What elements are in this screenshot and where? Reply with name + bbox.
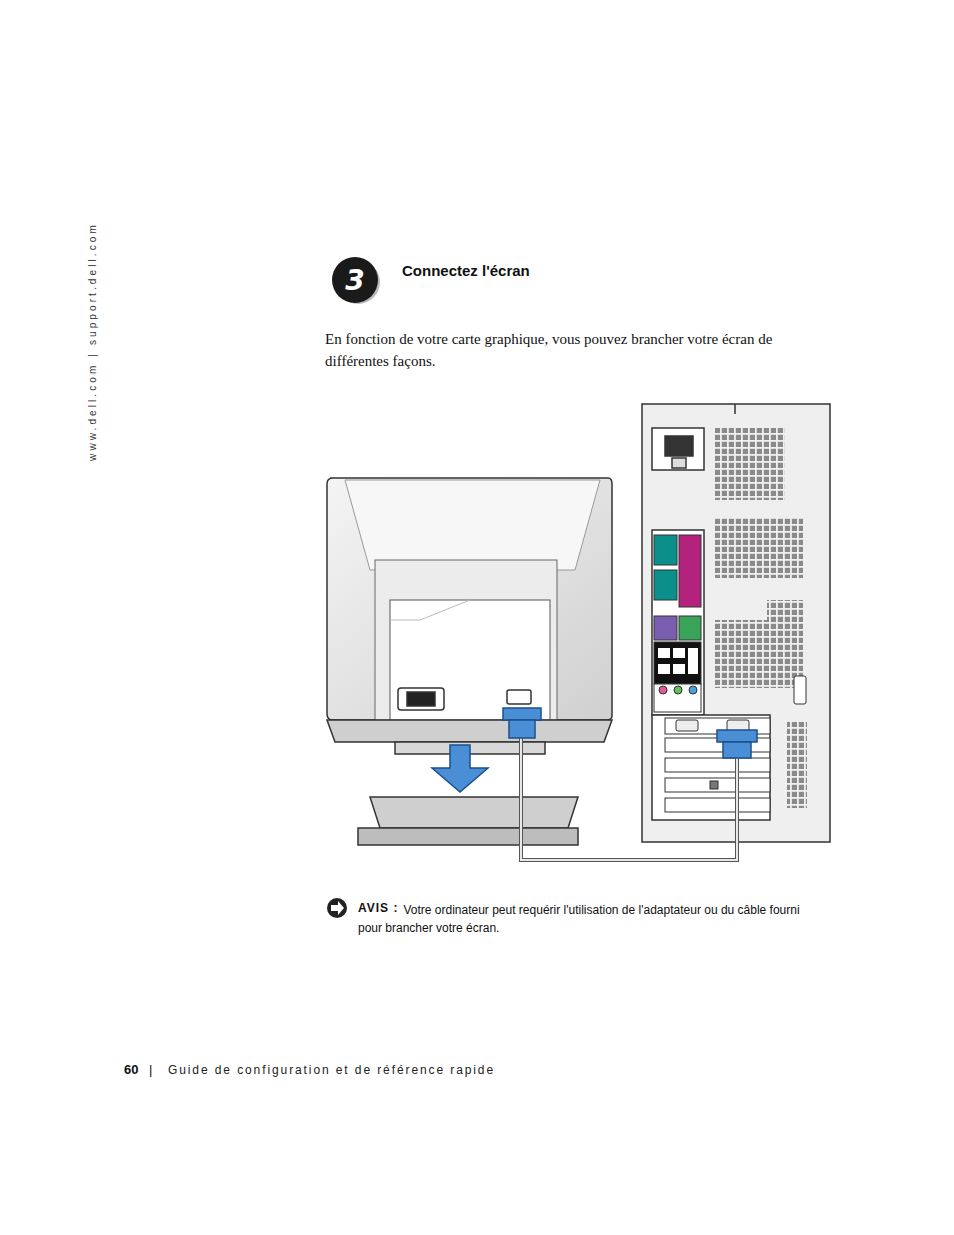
vga-connector bbox=[503, 708, 757, 758]
monitor-stand bbox=[358, 797, 578, 845]
body-paragraph: En fonction de votre carte graphique, vo… bbox=[325, 328, 825, 372]
video-cable-core bbox=[521, 738, 737, 860]
monitor bbox=[327, 478, 612, 754]
step-circle: 3 bbox=[332, 257, 378, 303]
step-number: 3 bbox=[345, 264, 364, 297]
notice-text: Votre ordinateur peut requérir l'utilisa… bbox=[358, 901, 818, 937]
notice-icon bbox=[327, 898, 347, 918]
side-url: www.dell.com | support.dell.com bbox=[87, 222, 98, 462]
footer-separator: | bbox=[149, 1062, 152, 1077]
step-title: Connectez l'écran bbox=[402, 262, 530, 279]
page-number: 60 bbox=[124, 1062, 138, 1077]
footer-title: Guide de configuration et de référence r… bbox=[168, 1063, 495, 1077]
video-cable bbox=[521, 738, 737, 860]
notice-label: AVIS : bbox=[358, 901, 398, 915]
down-arrow bbox=[432, 745, 488, 792]
